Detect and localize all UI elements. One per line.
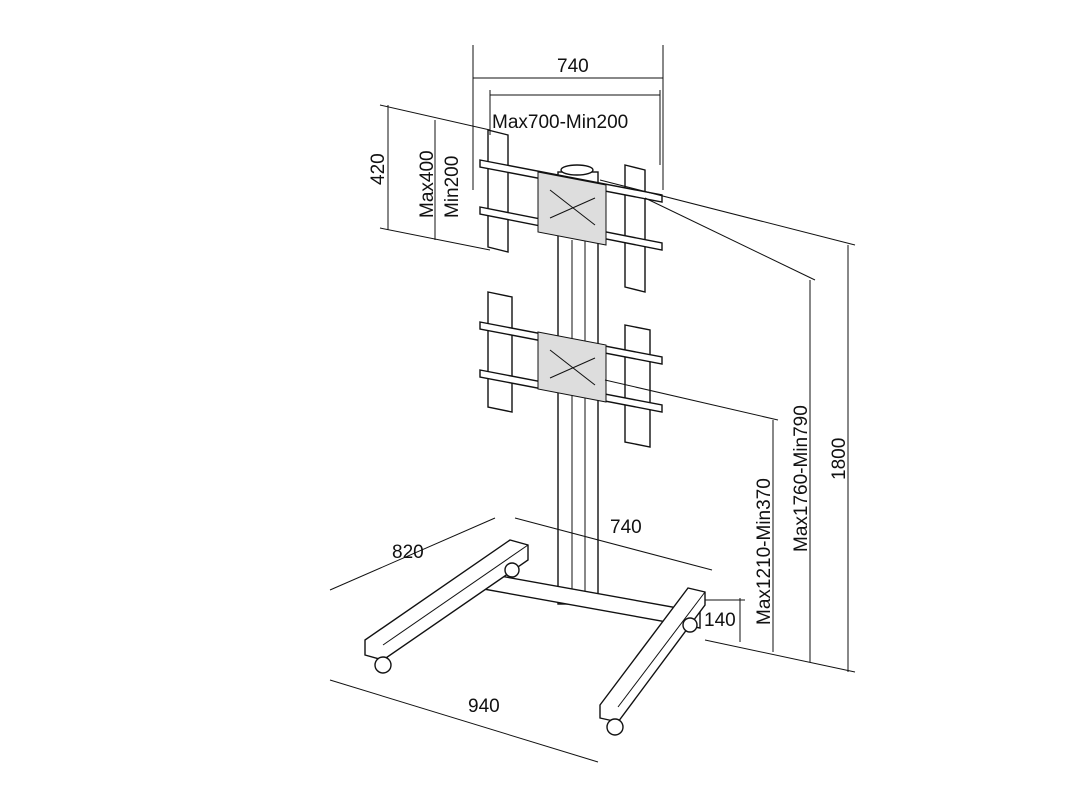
dimension-lines [329,45,856,763]
top-width-label: 740 [557,56,589,77]
vesa-height-min-label: Min200 [442,156,463,218]
upper-mount [479,129,663,293]
top-height-label: 420 [368,153,389,185]
base-crossbar-width-label: 740 [610,517,642,538]
total-height-label: 1800 [829,438,850,480]
lower-mount [479,291,663,448]
vesa-width-label: Max700-Min200 [492,112,628,133]
base-depth-label: 820 [392,542,424,563]
base [364,539,706,736]
base-width-label: 940 [468,696,500,717]
vesa-height-max-label: Max400 [417,150,438,218]
crossbar-height-label: 140 [704,610,736,631]
lower-mount-height-label: Max1210-Min370 [754,478,775,625]
upper-mount-height-label: Max1760-Min790 [791,405,812,552]
